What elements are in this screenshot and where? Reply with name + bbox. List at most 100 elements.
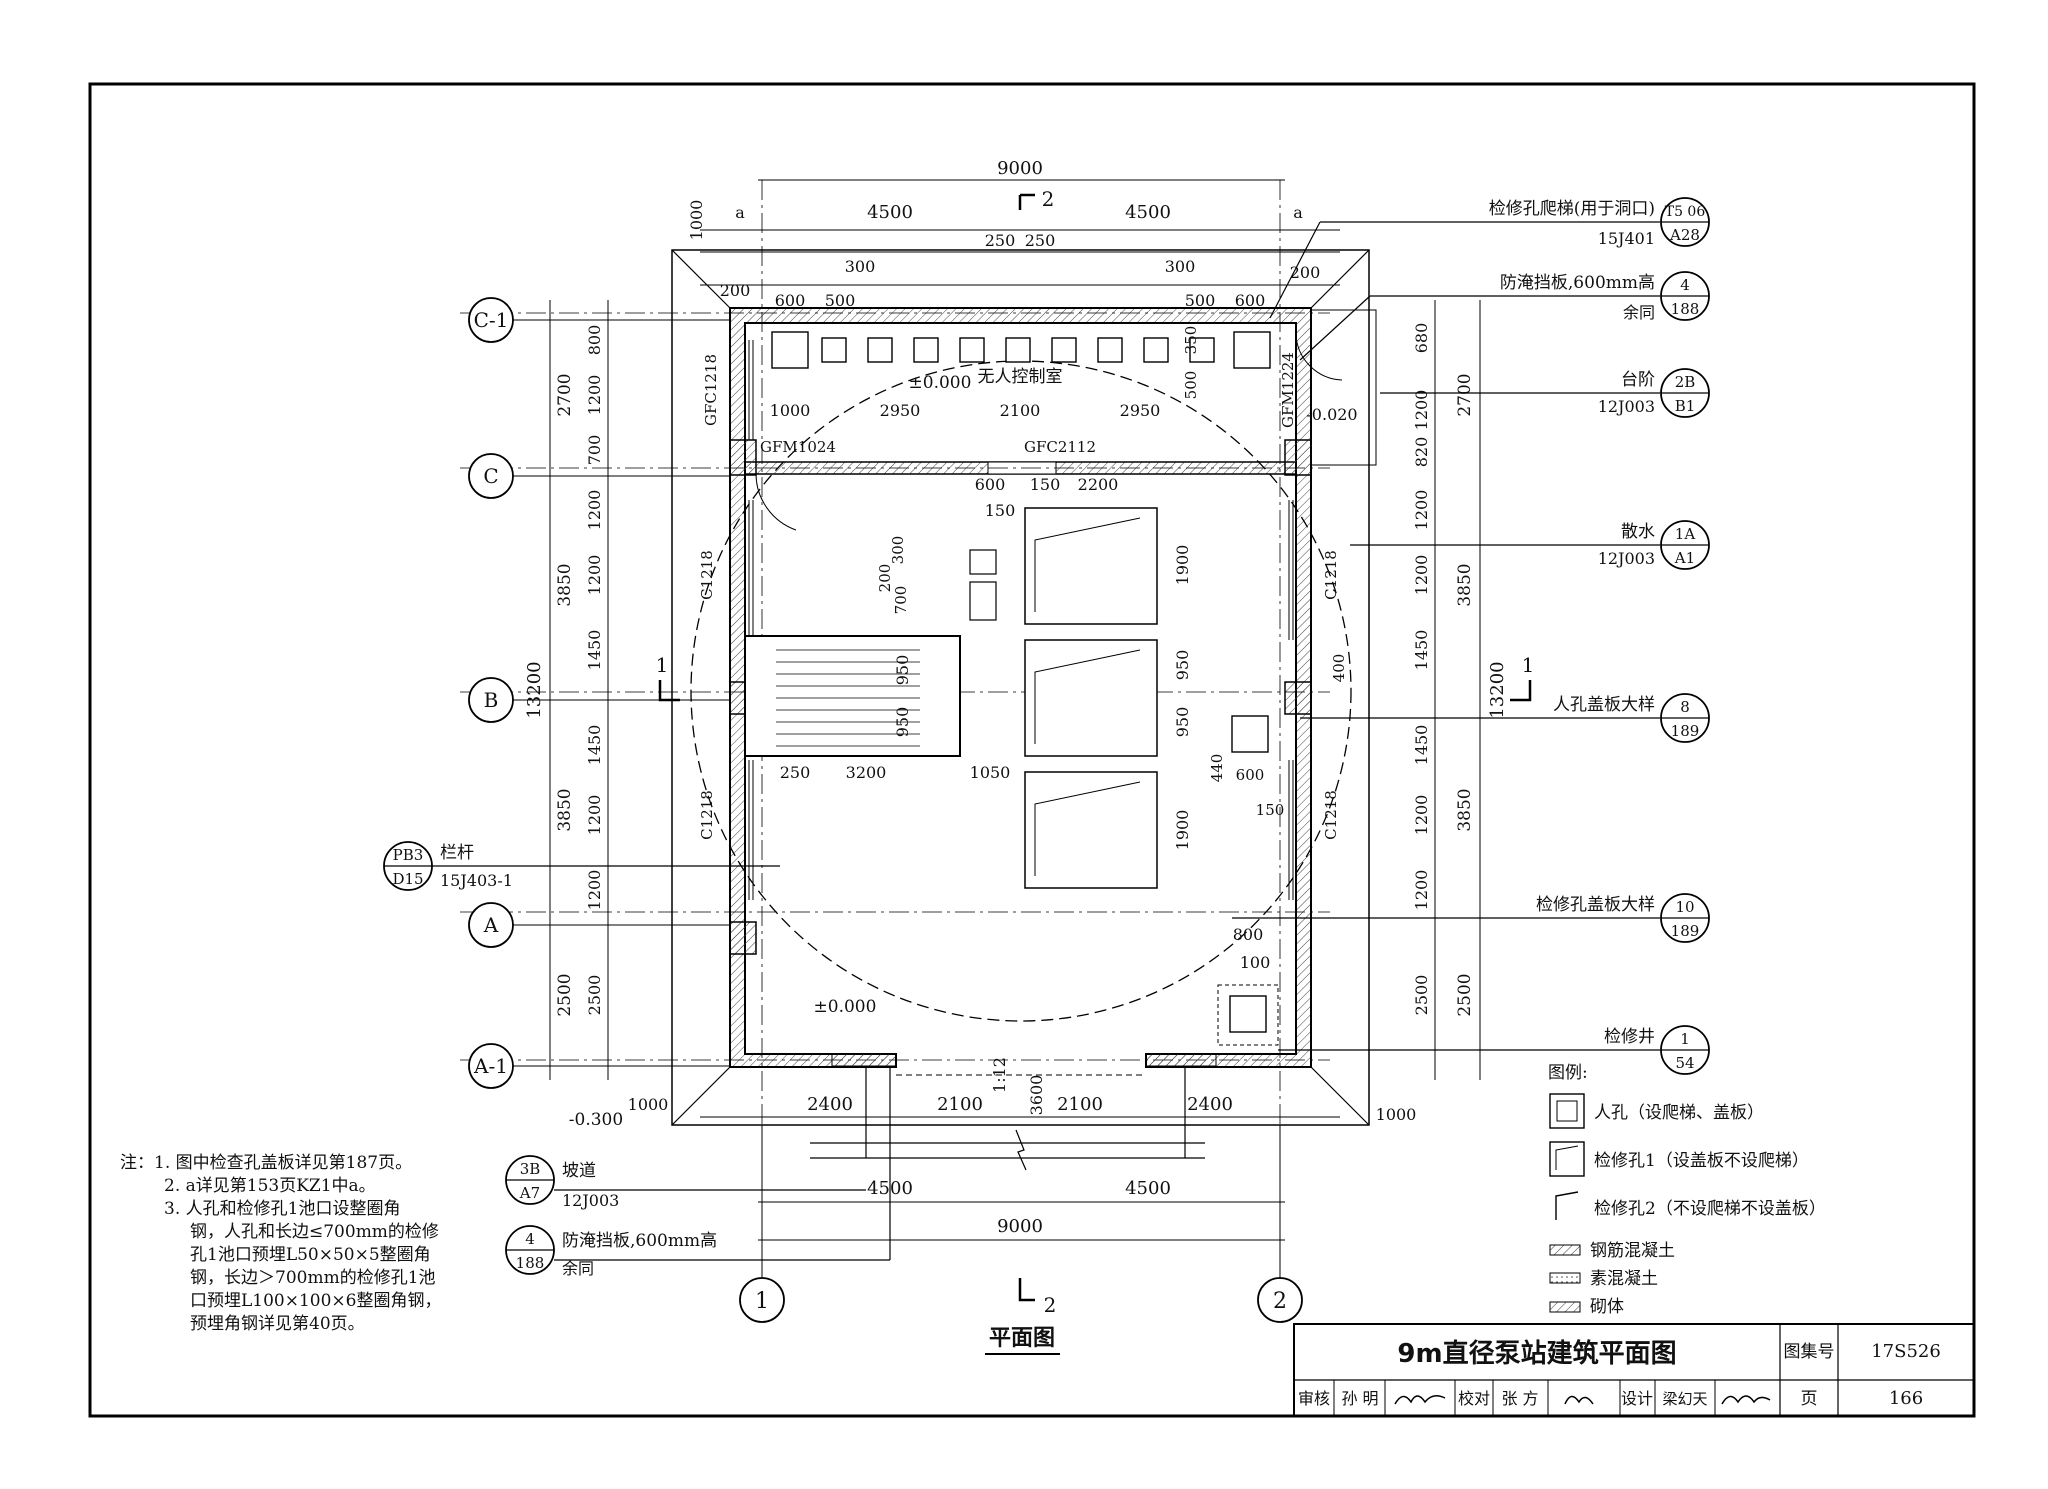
dim-inner-250: 250 bbox=[780, 763, 811, 782]
callout-bubbles bbox=[1660, 197, 1710, 1075]
dim-inner-1900a: 1900 bbox=[1173, 545, 1192, 586]
left-callout-ramp-ref: 12J003 bbox=[562, 1191, 619, 1210]
page-number: 166 bbox=[1889, 1388, 1923, 1409]
entrance-step bbox=[1310, 309, 1377, 466]
dim-inner-2950b: 2950 bbox=[1120, 401, 1161, 420]
opening-c1218-left-a: C1218 bbox=[698, 550, 716, 600]
designer-signature bbox=[1721, 1395, 1771, 1405]
dim-inner-150b: 150 bbox=[985, 501, 1016, 520]
opening-gfm1224: GFM1224 bbox=[1279, 352, 1297, 428]
dim-inner-1000: 1000 bbox=[770, 401, 811, 420]
dim-top-200-left: 200 bbox=[720, 281, 751, 300]
dim-left-700: 700 bbox=[585, 435, 604, 466]
dim-inner-950c: 950 bbox=[893, 655, 912, 686]
dim-inner-1900b: 1900 bbox=[1173, 810, 1192, 851]
callout-manhole-bottom: 189 bbox=[1671, 722, 1700, 740]
dim-top-300b: 300 bbox=[1165, 257, 1196, 276]
column bbox=[1284, 681, 1312, 715]
elevation-bottom: ±0.000 bbox=[814, 997, 877, 1017]
note-line: 钢，人孔和长边≤700mm的检修 bbox=[190, 1222, 439, 1242]
dim-bot-2100b: 2100 bbox=[1057, 1094, 1103, 1115]
axis-label-a: A bbox=[483, 913, 499, 937]
axis-label-b: B bbox=[484, 688, 499, 712]
dim-left-2700: 2700 bbox=[555, 373, 575, 416]
drawing-title: 9m直径泵站建筑平面图 bbox=[1397, 1338, 1676, 1369]
left-callout-railing-text: 栏杆 bbox=[440, 843, 474, 863]
legend-masonry: 砌体 bbox=[1590, 1297, 1624, 1317]
axis-label-c1: C-1 bbox=[474, 308, 509, 332]
dim-inner-2950a: 2950 bbox=[880, 401, 921, 420]
left-callout-ramp-bottom: A7 bbox=[519, 1184, 540, 1202]
callout-step-bottom: B1 bbox=[1675, 397, 1696, 415]
note-line: 孔1池口预埋L50×50×5整圈角 bbox=[190, 1245, 431, 1265]
opening-gfm1024: GFM1024 bbox=[760, 438, 836, 456]
drawing-frame bbox=[88, 82, 1976, 1418]
dim-left-total: 13200 bbox=[524, 661, 545, 718]
callout-leaders bbox=[1232, 221, 1660, 1051]
callout-ladder-bottom: A28 bbox=[1669, 226, 1700, 244]
section-mark-bottom: 2 bbox=[1044, 1293, 1057, 1317]
apron-outline bbox=[671, 249, 1370, 1126]
opening-c1218-right-a: C1218 bbox=[1322, 550, 1340, 600]
section-mark-right: 1 bbox=[1522, 653, 1535, 677]
dim-inner-950a: 950 bbox=[1173, 650, 1192, 681]
dim-top-300: 300 bbox=[845, 257, 876, 276]
dim-top-half-right: 4500 bbox=[1125, 202, 1171, 223]
room-label: 无人控制室 bbox=[978, 367, 1063, 387]
note-line: 注：1. 图中检查孔盖板详见第187页。 bbox=[120, 1153, 413, 1173]
exterior-wall bbox=[729, 307, 1312, 1068]
reviewer-name: 孙 明 bbox=[1341, 1389, 1378, 1408]
dim-right-2700: 2700 bbox=[1455, 373, 1475, 416]
callout-cover-bottom: 189 bbox=[1671, 922, 1700, 940]
left-callout-railing-bottom: D15 bbox=[392, 870, 423, 888]
column bbox=[729, 439, 757, 476]
callout-manhole-text: 人孔盖板大样 bbox=[1553, 695, 1655, 715]
callout-ladder-top: T5 06 bbox=[1665, 204, 1706, 220]
callout-cover-text: 检修孔盖板大样 bbox=[1536, 895, 1655, 915]
dim-inner-440: 440 bbox=[1208, 754, 1226, 783]
dim-bot-slope: 1:12 bbox=[990, 1057, 1009, 1093]
callout-well-top: 1 bbox=[1680, 1030, 1690, 1048]
note-line: 3. 人孔和检修孔1池口设整圈角 bbox=[164, 1199, 401, 1219]
dim-inner-2200: 2200 bbox=[1078, 475, 1119, 494]
dim-right-1200e: 1200 bbox=[1412, 870, 1431, 911]
dim-top-600b: 600 bbox=[1235, 291, 1266, 310]
check-label: 校对 bbox=[1458, 1389, 1490, 1408]
callout-well-bottom: 54 bbox=[1675, 1054, 1694, 1072]
dim-left-800: 800 bbox=[585, 325, 604, 356]
dim-left-1200a: 1200 bbox=[585, 375, 604, 416]
dim-inner-600b: 600 bbox=[1236, 766, 1265, 784]
flood-barrier bbox=[831, 1053, 897, 1067]
dim-right-1200d: 1200 bbox=[1412, 795, 1431, 836]
title-block bbox=[1293, 1323, 1975, 1417]
section-mark-top: 2 bbox=[1042, 187, 1055, 211]
opening-c1218-left-b: C1218 bbox=[698, 790, 716, 840]
elevation-outside: -0.300 bbox=[569, 1110, 623, 1130]
callout-barrier-ref: 余同 bbox=[1623, 303, 1655, 322]
dim-inner-800: 800 bbox=[1233, 925, 1264, 944]
callout-step-ref: 12J003 bbox=[1598, 397, 1655, 416]
callout-apron-text: 散水 bbox=[1621, 522, 1655, 542]
dim-inner-200: 200 bbox=[876, 564, 894, 593]
dim-top-half-left: 4500 bbox=[867, 202, 913, 223]
notes-block: 注：1. 图中检查孔盖板详见第187页。 2. a详见第153页KZ1中a。 3… bbox=[120, 1152, 500, 1336]
dim-inner-150c: 150 bbox=[1256, 801, 1285, 819]
elevation-door: -0.020 bbox=[1306, 405, 1357, 424]
dim-right-1200c: 1200 bbox=[1412, 555, 1431, 596]
dim-inner-100: 100 bbox=[1240, 953, 1271, 972]
page-label: 页 bbox=[1801, 1389, 1818, 1409]
dim-top-200-right: 200 bbox=[1290, 263, 1321, 282]
dim-inner-950d: 950 bbox=[893, 707, 912, 738]
dim-left-1200c: 1200 bbox=[585, 555, 604, 596]
dim-right-680: 680 bbox=[1412, 323, 1431, 354]
legend-title: 图例: bbox=[1548, 1063, 1588, 1083]
dim-bot-4500b: 4500 bbox=[1125, 1178, 1171, 1199]
note-line: 2. a详见第153页KZ1中a。 bbox=[164, 1176, 376, 1196]
design-label: 设计 bbox=[1621, 1389, 1653, 1408]
dim-inner-500: 500 bbox=[1182, 371, 1200, 400]
dim-top-1000: 1000 bbox=[687, 200, 706, 241]
left-callout-barrier-ref: 余同 bbox=[562, 1259, 594, 1278]
opening-gfc1218: GFC1218 bbox=[702, 354, 720, 426]
legend: 图例: 人孔（设爬梯、盖板） 检修孔1（设盖板不设爬梯） 检修孔2（不设爬梯不设… bbox=[1548, 1063, 1826, 1317]
